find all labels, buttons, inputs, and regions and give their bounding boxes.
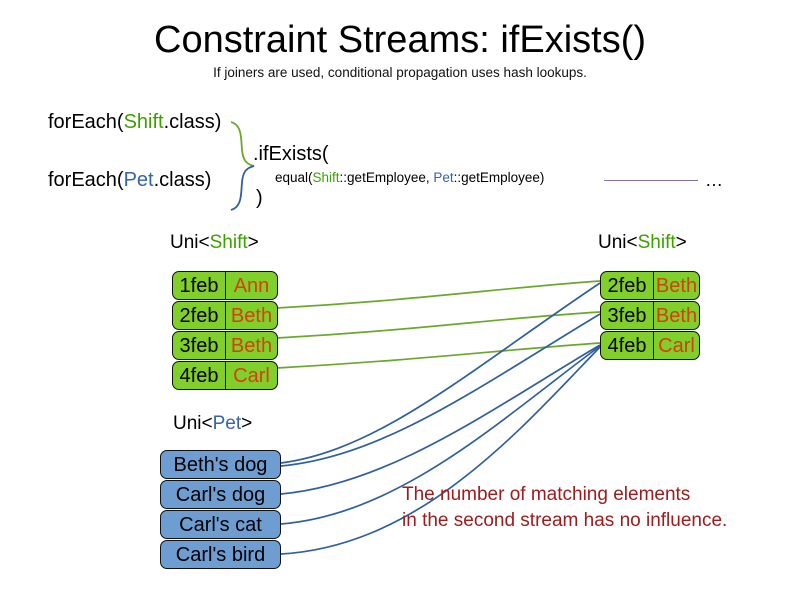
wire-left3feb-to-right3feb	[276, 311, 601, 339]
code-foreach-pet: forEach(Pet.class)	[48, 168, 211, 192]
code-foreach-shift-suffix: .class)	[163, 111, 222, 133]
cell-date: 3feb	[601, 302, 654, 329]
label-uni-pet: Uni<Pet>	[173, 413, 252, 435]
code-foreach-shift: forEach(Shift.class)	[48, 110, 221, 134]
cell-employee: Beth	[230, 304, 273, 327]
code-equal-prefix: equal(	[275, 170, 313, 185]
label-right-shift-prefix: Uni<	[598, 232, 638, 253]
wire-carlsdog-to-4feb	[280, 344, 601, 495]
cell-employee: Beth	[230, 334, 273, 357]
code-foreach-pet-suffix: .class)	[153, 169, 212, 191]
table-row[interactable]: Carl's dog	[160, 480, 281, 509]
annotation-line-1: The number of matching elements	[402, 484, 691, 505]
wire-bethsdog-to-2feb	[280, 282, 601, 464]
wire-left2feb-to-right2feb	[276, 280, 601, 309]
label-uni-shift-right: Uni<Shift>	[598, 232, 687, 254]
cell-date: 1feb	[173, 272, 226, 299]
label-left-shift-suffix: >	[247, 232, 259, 253]
table-row[interactable]: Carl's cat	[160, 510, 281, 539]
label-left-shift-prefix: Uni<	[170, 232, 210, 253]
label-pet-suffix: >	[241, 413, 253, 434]
wire-bethsdog-to-3feb	[280, 313, 601, 467]
cell-employee: Carl	[233, 364, 270, 387]
table-row[interactable]: Carl's bird	[160, 540, 281, 569]
tail-connector-line	[604, 180, 698, 181]
label-pet-type: Pet	[212, 413, 242, 434]
brace-icon	[230, 121, 255, 211]
code-ifexists-call: .ifExists(	[253, 143, 329, 165]
code-foreach-pet-type: Pet	[123, 169, 154, 191]
cell-employee: Beth	[655, 274, 698, 297]
code-equal-joiner: equal(Shift::getEmployee, Pet::getEmploy…	[275, 169, 544, 186]
table-row[interactable]: 4feb Carl	[172, 361, 278, 390]
cell-date: 2feb	[601, 272, 654, 299]
annotation-note: The number of matching elements in the s…	[402, 482, 727, 534]
cell-date: 4feb	[173, 362, 226, 389]
table-row[interactable]: Beth's dog	[160, 450, 281, 479]
code-foreach-shift-prefix: forEach(	[48, 111, 124, 133]
table-row[interactable]: 1feb Ann	[172, 271, 278, 300]
label-left-shift-type: Shift	[209, 232, 248, 253]
cell-date: 4feb	[601, 332, 654, 359]
wire-left4feb-to-right4feb	[276, 342, 601, 369]
cell-date: 3feb	[173, 332, 226, 359]
annotation-line-2: in the second stream has no influence.	[402, 510, 728, 531]
code-equal-shift-method: ::getEmployee,	[339, 170, 434, 185]
cell-employee: Ann	[233, 274, 270, 297]
code-foreach-shift-type: Shift	[123, 111, 164, 133]
cell-pet: Carl's bird	[175, 543, 266, 566]
label-right-shift-suffix: >	[675, 232, 687, 253]
label-uni-shift-left: Uni<Shift>	[170, 232, 259, 254]
tail-ellipsis: …	[705, 170, 723, 190]
cell-date: 2feb	[173, 302, 226, 329]
cell-employee: Carl	[658, 334, 695, 357]
code-equal-shift-type: Shift	[312, 170, 340, 185]
code-equal-pet-type: Pet	[433, 170, 454, 185]
page-subtitle: If joiners are used, conditional propaga…	[213, 65, 587, 80]
green-wire-group	[276, 280, 601, 369]
code-close-paren: )	[256, 187, 263, 209]
cell-pet: Carl's cat	[179, 513, 262, 536]
page-title: Constraint Streams: ifExists()	[154, 19, 646, 61]
label-right-shift-type: Shift	[637, 232, 676, 253]
code-foreach-pet-prefix: forEach(	[48, 169, 124, 191]
cell-pet: Beth's dog	[173, 453, 268, 476]
cell-pet: Carl's dog	[175, 483, 266, 506]
code-equal-pet-method: ::getEmployee)	[453, 170, 545, 185]
cell-employee: Beth	[655, 304, 698, 327]
label-pet-prefix: Uni<	[173, 413, 213, 434]
